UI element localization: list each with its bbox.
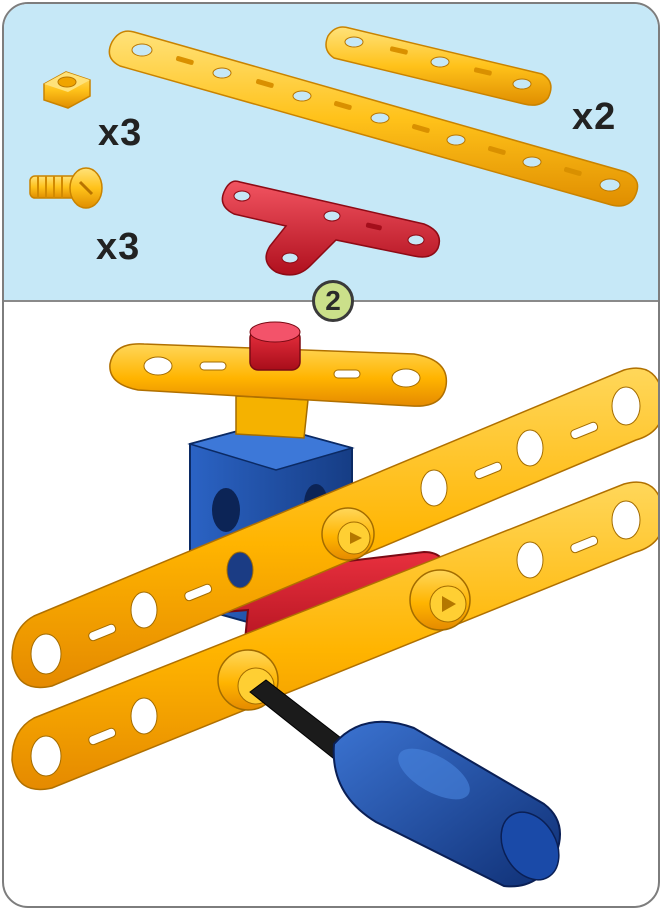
parts-panel: x3 x3 x2 <box>4 4 658 302</box>
lower-long-strip <box>11 481 658 791</box>
bolt-quantity-label: x3 <box>96 226 141 268</box>
t-plate-part <box>221 180 441 276</box>
short-strip-part <box>325 26 552 106</box>
long-strip-part <box>108 30 639 207</box>
step-number-badge: 2 <box>312 280 354 322</box>
assembled-t-plate <box>204 550 448 672</box>
screwdriver-tool <box>249 679 561 888</box>
top-strip <box>109 321 448 439</box>
blue-cube-block <box>187 422 355 632</box>
parts-illustration <box>29 26 639 276</box>
bolt-part <box>29 167 103 209</box>
strip-quantity-label: x2 <box>572 96 617 138</box>
upper-long-strip <box>11 367 658 689</box>
square-nut-part <box>43 71 91 109</box>
nut-quantity-label: x3 <box>98 112 143 154</box>
